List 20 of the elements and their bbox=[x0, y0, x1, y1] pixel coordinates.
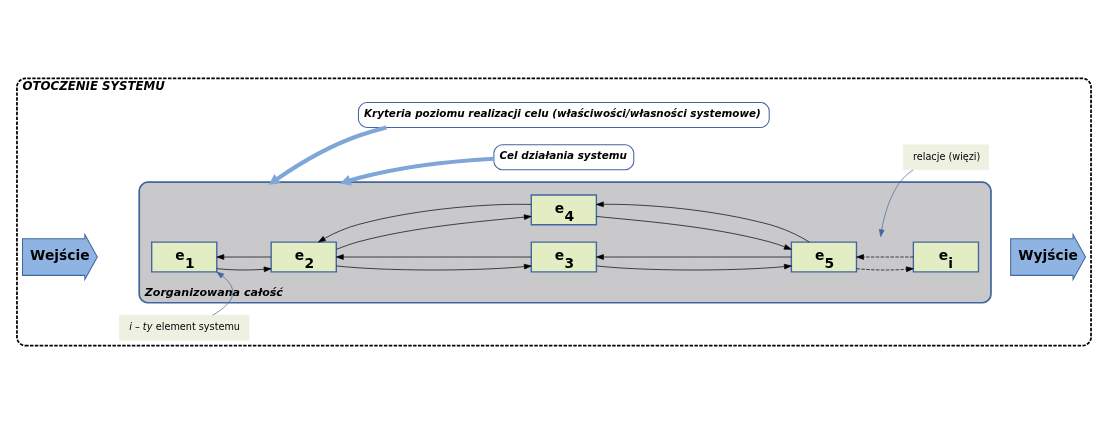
arrow bbox=[596, 201, 810, 242]
node-box: relacje (więzi) bbox=[902, 143, 989, 170]
arrow bbox=[216, 253, 272, 260]
arrow bbox=[339, 156, 494, 186]
arrow bbox=[856, 266, 914, 272]
arrow bbox=[318, 203, 532, 242]
arrow bbox=[212, 271, 234, 315]
node-box: Cel działania systemu bbox=[493, 143, 635, 170]
arrow bbox=[596, 263, 792, 270]
arrow bbox=[878, 169, 914, 237]
node-box: Kryteria poziomu realizacji celu (właściwości/własności systemowe) bbox=[357, 101, 770, 128]
arrow bbox=[596, 253, 792, 260]
arrow bbox=[336, 253, 532, 260]
arrow bbox=[336, 213, 532, 250]
arrow bbox=[336, 263, 532, 270]
node-box: i – ty element systemu bbox=[119, 314, 250, 340]
arrow bbox=[268, 125, 387, 185]
arrow bbox=[856, 253, 914, 260]
arrow bbox=[596, 215, 792, 250]
arrow bbox=[216, 266, 272, 272]
